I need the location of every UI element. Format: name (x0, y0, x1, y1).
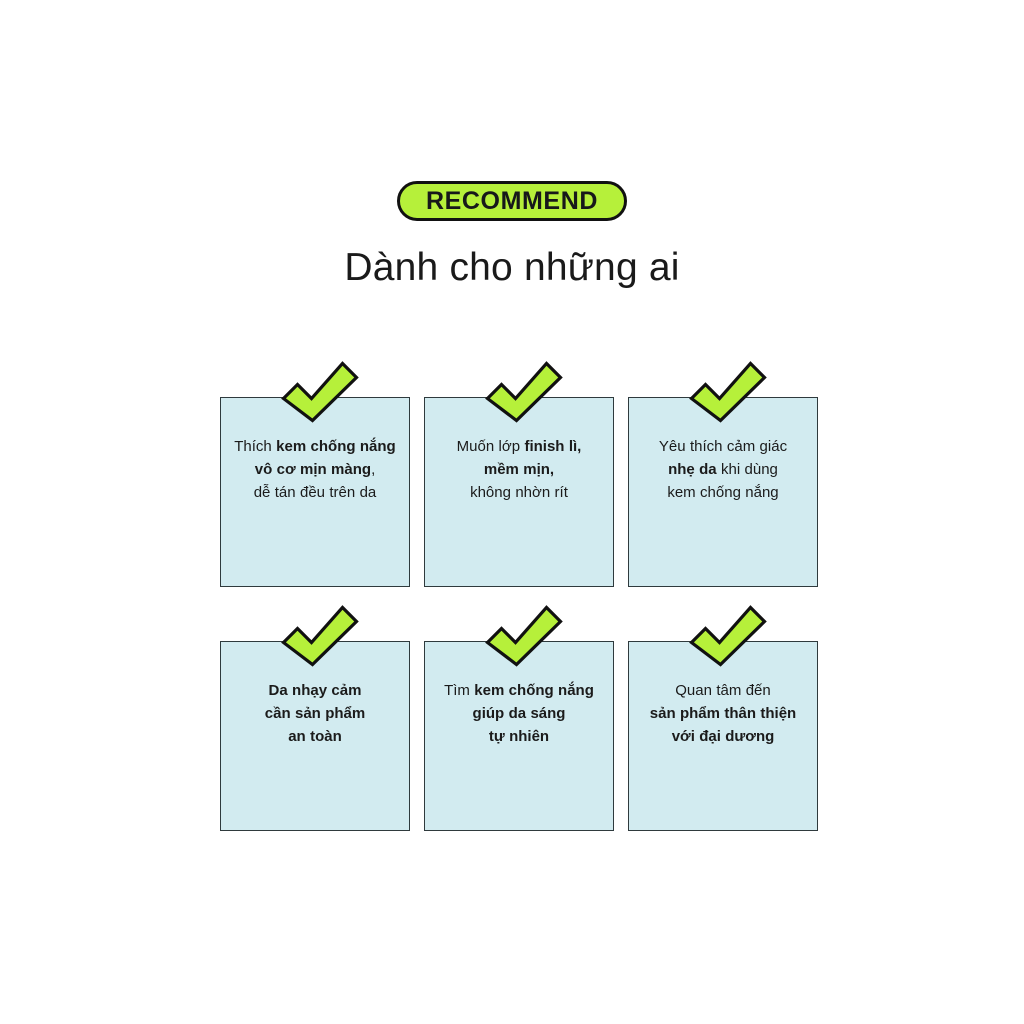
check-icon (482, 602, 566, 668)
badge-container: RECOMMEND (0, 181, 1024, 221)
check-icon (278, 358, 362, 424)
recommend-badge: RECOMMEND (396, 181, 628, 221)
page-title: Dành cho những ai (344, 246, 680, 289)
check-icon (278, 602, 362, 668)
check-icon (686, 602, 770, 668)
benefit-card-2: Muốn lớp finish lì,mềm mịn,không nhờn rí… (424, 361, 614, 587)
benefit-card-text: Muốn lớp finish lì,mềm mịn,không nhờn rí… (456, 438, 582, 501)
check-icon (482, 358, 566, 424)
check-icon (686, 358, 770, 424)
